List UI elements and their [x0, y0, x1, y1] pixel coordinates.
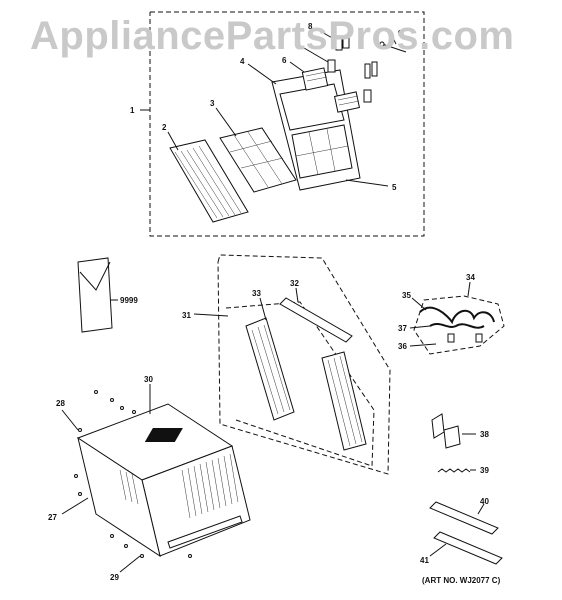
- callout-6: 6: [282, 56, 287, 65]
- part-27-rail[interactable]: [61, 474, 89, 515]
- part-40-strip[interactable]: [429, 501, 499, 535]
- tubing-assembly-group: [409, 281, 505, 355]
- part-36-connector[interactable]: [447, 333, 483, 343]
- callout-34: 34: [466, 273, 475, 282]
- callout-1: 1: [130, 106, 135, 115]
- part-39-seal[interactable]: [437, 468, 476, 473]
- callout-28: 28: [56, 399, 65, 408]
- callout-8: 8: [308, 22, 313, 31]
- callout-5: 5: [392, 183, 397, 192]
- art-number: (ART NO. WJ2077 C): [422, 576, 501, 585]
- callout-39: 39: [480, 466, 489, 475]
- part-6-louver[interactable]: [301, 67, 361, 113]
- callout-35: 35: [402, 291, 411, 300]
- watermark-text: AppliancePartsPros.com: [30, 14, 515, 58]
- part-32-rail[interactable]: [279, 297, 353, 343]
- callout-27: 27: [48, 513, 57, 522]
- callout-2: 2: [162, 123, 167, 132]
- callout-3: 3: [210, 99, 215, 108]
- side-curtain-assembly-group: [193, 254, 391, 475]
- part-33-curtain-left[interactable]: [245, 317, 295, 421]
- part-3-filter[interactable]: [219, 127, 297, 193]
- callout-9999: 9999: [120, 296, 138, 305]
- callout-29: 29: [110, 573, 119, 582]
- callout-38: 38: [480, 430, 489, 439]
- part-28-screw[interactable]: [61, 390, 136, 432]
- part-8-bracket[interactable]: [335, 35, 378, 79]
- callout-40: 40: [480, 497, 489, 506]
- callout-9: 9: [398, 29, 403, 38]
- callout-7: 7: [296, 41, 301, 50]
- part-38-bracket[interactable]: [431, 413, 476, 449]
- part-33-curtain-right[interactable]: [321, 351, 367, 451]
- part-9999-manual[interactable]: [77, 257, 118, 333]
- callout-4: 4: [240, 57, 245, 66]
- callout-31: 31: [182, 311, 191, 320]
- front-panel-assembly-group: [140, 11, 425, 237]
- callout-32: 32: [290, 279, 299, 288]
- callout-30: 30: [144, 375, 153, 384]
- part-29-base-screw[interactable]: [110, 534, 192, 573]
- part-41-strip[interactable]: [429, 531, 503, 565]
- part-7-clip[interactable]: [327, 59, 372, 103]
- part-37-tube[interactable]: [429, 323, 485, 329]
- cabinet-side-vents: [181, 453, 239, 519]
- cabinet-front-vents: [119, 469, 139, 505]
- callout-41: 41: [420, 556, 429, 565]
- callout-37: 37: [398, 324, 407, 333]
- part-30-cabinet[interactable]: [76, 384, 251, 558]
- part-35-tube[interactable]: [419, 306, 495, 325]
- callout-36: 36: [398, 342, 407, 351]
- part-9-screw[interactable]: [379, 41, 407, 53]
- callout-33: 33: [252, 289, 261, 298]
- part-2-grille[interactable]: [169, 139, 249, 223]
